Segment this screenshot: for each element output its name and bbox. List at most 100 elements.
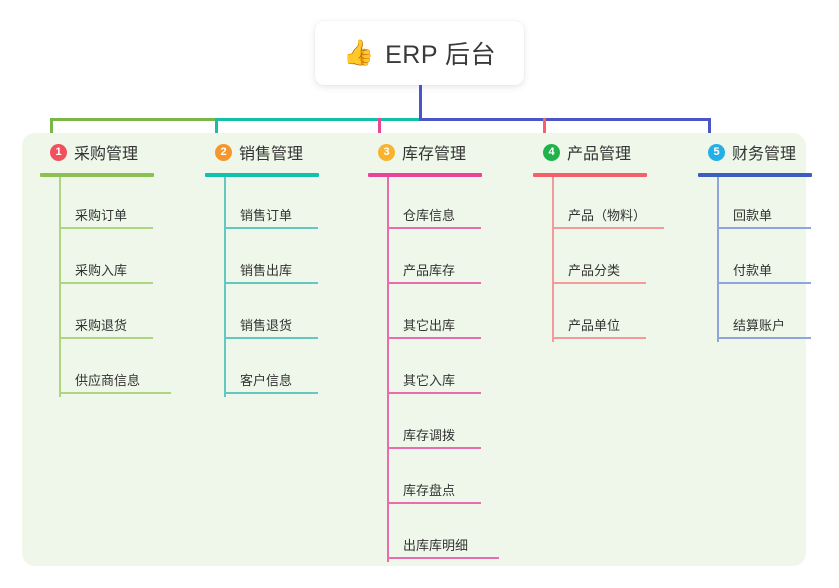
column-items: 产品（物料） 产品分类产品单位 bbox=[533, 177, 678, 342]
column-number-badge: 1 bbox=[50, 143, 67, 161]
menu-item-rule bbox=[389, 447, 481, 449]
menu-item[interactable]: 库存调拨 bbox=[389, 397, 495, 452]
menu-item-rule bbox=[226, 227, 318, 229]
menu-item-label: 销售退货 bbox=[240, 318, 293, 333]
connector-drop-2 bbox=[215, 118, 218, 140]
column-number-badge: 5 bbox=[708, 143, 725, 161]
menu-item-label: 销售出库 bbox=[240, 263, 293, 278]
column-items: 销售订单销售出库销售退货客户信息 bbox=[205, 177, 332, 397]
menu-item[interactable]: 产品分类 bbox=[554, 232, 660, 287]
menu-item-rule bbox=[554, 227, 664, 229]
column-header-rule bbox=[368, 173, 482, 177]
menu-item-label: 供应商信息 bbox=[75, 373, 141, 388]
column-2: 2 销售管理销售订单销售出库销售退货客户信息 bbox=[205, 139, 332, 397]
column-number-badge: 2 bbox=[215, 143, 232, 161]
menu-item[interactable]: 结算账户 bbox=[719, 287, 825, 342]
menu-item-rule bbox=[61, 337, 153, 339]
column-header-rule bbox=[40, 173, 154, 177]
menu-item-label: 仓库信息 bbox=[403, 208, 456, 223]
menu-item-label: 其它入库 bbox=[403, 373, 456, 388]
menu-item[interactable]: 其它出库 bbox=[389, 287, 495, 342]
column-spine bbox=[552, 177, 554, 342]
connector-drop-1 bbox=[50, 118, 53, 140]
menu-item-label: 产品单位 bbox=[568, 318, 621, 333]
menu-item[interactable]: 采购入库 bbox=[61, 232, 167, 287]
menu-item-rule bbox=[719, 227, 811, 229]
menu-item[interactable]: 库存盘点 bbox=[389, 452, 495, 507]
menu-item-label: 库存调拨 bbox=[403, 428, 456, 443]
column-items: 仓库信息产品库存其它出库其它入库库存调拨库存盘点出库库明细 bbox=[368, 177, 513, 562]
menu-item[interactable]: 产品单位 bbox=[554, 287, 660, 342]
menu-item-label: 销售订单 bbox=[240, 208, 293, 223]
menu-item-label: 采购退货 bbox=[75, 318, 128, 333]
menu-item-label: 付款单 bbox=[733, 263, 773, 278]
column-title: 财务管理 bbox=[732, 146, 797, 163]
column-header-rule bbox=[698, 173, 812, 177]
menu-item-rule bbox=[389, 337, 481, 339]
column-header-rule bbox=[533, 173, 647, 177]
menu-item[interactable]: 出库库明细 bbox=[389, 507, 513, 562]
column-header-5[interactable]: 5 财务管理 bbox=[698, 139, 825, 165]
menu-item-rule bbox=[719, 282, 811, 284]
menu-item-rule bbox=[389, 227, 481, 229]
column-header-rule bbox=[205, 173, 319, 177]
diagram-panel bbox=[22, 133, 806, 566]
column-spine bbox=[59, 177, 61, 397]
connector-drop-3 bbox=[378, 118, 381, 140]
menu-item[interactable]: 销售订单 bbox=[226, 177, 332, 232]
menu-item-rule bbox=[554, 282, 646, 284]
menu-item[interactable]: 其它入库 bbox=[389, 342, 495, 397]
column-title: 库存管理 bbox=[402, 146, 467, 163]
column-header-3[interactable]: 3 库存管理 bbox=[368, 139, 513, 165]
menu-item-rule bbox=[226, 282, 318, 284]
menu-item-rule bbox=[226, 337, 318, 339]
menu-item-rule bbox=[719, 337, 811, 339]
menu-item-rule bbox=[61, 227, 153, 229]
column-3: 3 库存管理仓库信息产品库存其它出库其它入库库存调拨库存盘点出库库明细 bbox=[368, 139, 513, 562]
connector-drop-5 bbox=[708, 118, 711, 140]
connector-drop-root bbox=[419, 85, 422, 118]
menu-item[interactable]: 产品库存 bbox=[389, 232, 495, 287]
menu-item-rule bbox=[389, 282, 481, 284]
column-items: 采购订单采购入库采购退货供应商信息 bbox=[40, 177, 185, 397]
menu-item-label: 产品（物料） bbox=[568, 208, 647, 223]
menu-item-rule bbox=[389, 557, 499, 559]
menu-item-label: 产品库存 bbox=[403, 263, 456, 278]
connector-bar-blue bbox=[419, 118, 711, 121]
column-title: 产品管理 bbox=[567, 146, 632, 163]
menu-item[interactable]: 销售退货 bbox=[226, 287, 332, 342]
root-node-card[interactable]: 👍 ERP 后台 bbox=[315, 21, 524, 85]
connector-bar-teal bbox=[215, 118, 421, 121]
menu-item[interactable]: 销售出库 bbox=[226, 232, 332, 287]
column-5: 5 财务管理回款单付款单结算账户 bbox=[698, 139, 825, 342]
column-number-badge: 3 bbox=[378, 143, 395, 161]
menu-item[interactable]: 采购退货 bbox=[61, 287, 167, 342]
column-spine bbox=[717, 177, 719, 342]
column-header-2[interactable]: 2 销售管理 bbox=[205, 139, 332, 165]
column-title: 销售管理 bbox=[239, 146, 304, 163]
menu-item-label: 采购入库 bbox=[75, 263, 128, 278]
menu-item[interactable]: 客户信息 bbox=[226, 342, 332, 397]
menu-item[interactable]: 产品（物料） bbox=[554, 177, 678, 232]
connector-drop-4 bbox=[543, 118, 546, 140]
thumbs-up-icon: 👍 bbox=[342, 38, 375, 67]
menu-item[interactable]: 供应商信息 bbox=[61, 342, 185, 397]
menu-item[interactable]: 采购订单 bbox=[61, 177, 167, 232]
menu-item[interactable]: 仓库信息 bbox=[389, 177, 495, 232]
menu-item-label: 库存盘点 bbox=[403, 483, 456, 498]
menu-item[interactable]: 付款单 bbox=[719, 232, 825, 287]
connector-bar-green bbox=[50, 118, 217, 121]
menu-item-label: 采购订单 bbox=[75, 208, 128, 223]
menu-item-label: 其它出库 bbox=[403, 318, 456, 333]
column-items: 回款单付款单结算账户 bbox=[698, 177, 825, 342]
menu-item[interactable]: 回款单 bbox=[719, 177, 825, 232]
menu-item-label: 回款单 bbox=[733, 208, 773, 223]
root-node-title: ERP 后台 bbox=[385, 41, 497, 69]
menu-item-label: 客户信息 bbox=[240, 373, 293, 388]
menu-item-rule bbox=[389, 392, 481, 394]
menu-item-label: 产品分类 bbox=[568, 263, 621, 278]
